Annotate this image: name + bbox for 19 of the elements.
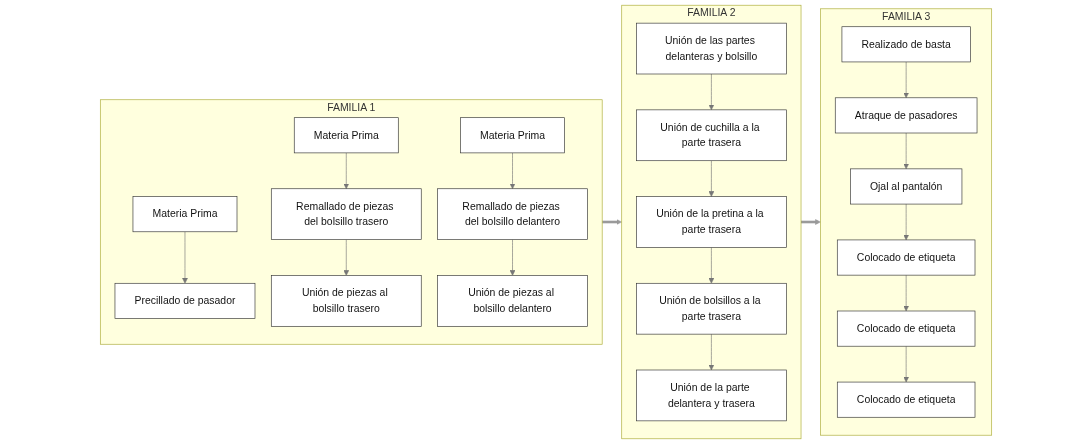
node-box: Precillado de pasador: [114, 282, 256, 319]
node-box: Materia Prima: [460, 117, 565, 154]
node-box: Unión de piezas al bolsillo delantero: [437, 275, 588, 327]
node-box: Atraque de pasadores: [834, 97, 978, 134]
node-box: Unión de las partes delanteras y bolsillo: [636, 22, 787, 75]
node-box: Unión de piezas al bolsillo trasero: [270, 275, 422, 327]
node-box: Ojal al pantalón: [850, 168, 963, 205]
node-box: Colocado de etiqueta: [836, 239, 976, 276]
node-box: Unión de la parte delantera y trasera: [636, 369, 787, 422]
node-box: Colocado de etiqueta: [836, 310, 976, 347]
node-box: Unión de la pretina a la parte trasera: [636, 196, 787, 248]
node-box: Unión de bolsillos a la parte trasera: [636, 282, 787, 335]
node-box: Materia Prima: [293, 117, 399, 154]
node-box: Remallado de piezas del bolsillo delantero: [437, 188, 588, 240]
node-box: Colocado de etiqueta: [836, 381, 976, 418]
node-box: Realizado de basta: [841, 26, 971, 63]
node-box: Unión de cuchilla a la parte trasera: [636, 109, 787, 162]
node-box: Materia Prima: [132, 196, 238, 233]
node-box: Remallado de piezas del bolsillo trasero: [270, 188, 422, 240]
